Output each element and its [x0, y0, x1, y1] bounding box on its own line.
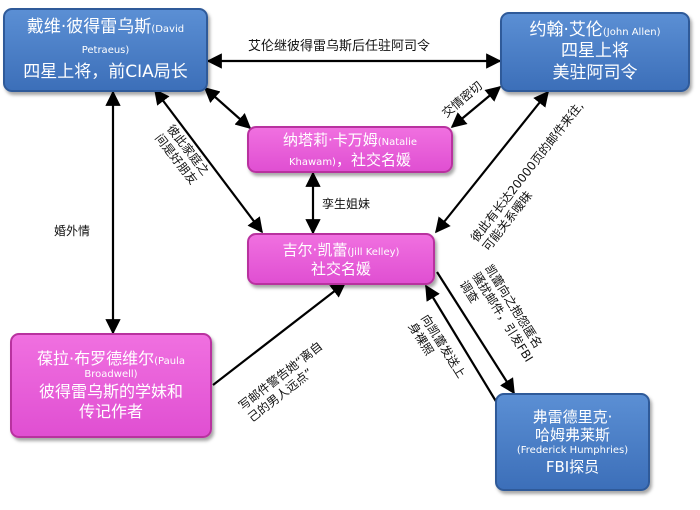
natalie-name-zh: 纳塔莉·卡万姆	[282, 130, 378, 149]
node-paula-broadwell: 葆拉·布罗德维尔(Paula Broadwell) 彼得雷乌斯的学妹和 传记作者	[10, 333, 212, 438]
edge-paula-jill	[212, 282, 347, 386]
petraeus-name-zh: 戴维·彼得雷乌斯	[26, 16, 152, 37]
natalie-name-en-2: Khawam)	[288, 156, 336, 168]
edge-jill-humphries	[436, 271, 515, 395]
paula-name-en-1: (Paula	[154, 356, 185, 368]
paula-desc-line2: 传记作者	[78, 401, 143, 421]
node-jill-kelley: 吉尔·凯蕾(Jill Kelley) 社交名媛	[247, 233, 435, 285]
petraeus-name-en: (David Petraeus)	[81, 23, 185, 56]
jill-desc: 社交名媛	[310, 259, 371, 278]
humphries-name-line1: 弗雷德里克·	[532, 407, 613, 426]
allen-name-en: (John Allen)	[602, 27, 661, 39]
jill-name-zh: 吉尔·凯蕾	[282, 240, 348, 259]
humphries-name-line2: 哈姆弗莱斯	[534, 426, 610, 445]
node-david-petraeus: 戴维·彼得雷乌斯(David Petraeus) 四星上将，前CIA局长	[3, 8, 208, 92]
edge-petraeus-jill	[154, 88, 263, 234]
node-john-allen: 约翰·艾伦(John Allen) 四星上将 美驻阿司令	[500, 12, 690, 92]
humphries-name-en: (Frederick Humphries)	[516, 445, 629, 457]
petraeus-name: 戴维·彼得雷乌斯(David Petraeus)	[5, 17, 206, 58]
petraeus-desc: 四星上将，前CIA局长	[23, 62, 188, 82]
label-petraeus-allen: 艾伦继彼得雷乌斯后任驻阿司令	[248, 39, 431, 54]
paula-name-zh: 葆拉·布罗德维尔	[37, 349, 155, 369]
natalie-name-en-1: (Natalie	[377, 136, 418, 148]
label-petraeus-paula: 婚外情	[54, 224, 91, 238]
allen-desc-line1: 四星上将	[561, 41, 629, 62]
paula-desc-line1: 彼得雷乌斯的学妹和	[38, 381, 183, 401]
jill-name-en: (Jill Kelley)	[347, 246, 400, 258]
allen-name-zh: 约翰·艾伦	[529, 20, 603, 41]
edge-allen-jill	[435, 90, 549, 234]
edge-humphries-jill	[425, 284, 498, 404]
natalie-desc: 社交名媛	[350, 150, 411, 169]
label-natalie-jill: 孪生姐妹	[322, 197, 371, 211]
humphries-desc: FBI探员	[545, 457, 600, 476]
allen-desc-line2: 美驻阿司令	[552, 62, 638, 83]
paula-name-en-2: Broadwell)	[84, 369, 138, 381]
edge-petraeus-natalie	[203, 86, 252, 130]
node-natalie-khawam: 纳塔莉·卡万姆(Natalie Khawam)，社交名媛	[247, 126, 453, 173]
node-frederick-humphries: 弗雷德里克· 哈姆弗莱斯 (Frederick Humphries) FBI探员	[495, 393, 650, 491]
